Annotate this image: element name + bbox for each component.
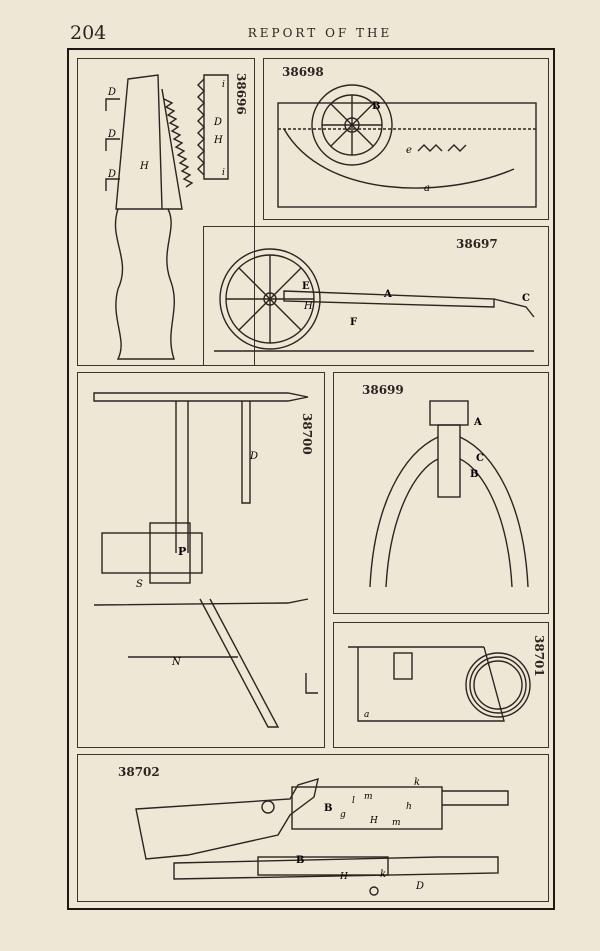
letter-d: D xyxy=(249,451,258,462)
letter-d: D xyxy=(213,117,222,128)
letter-h: H xyxy=(303,301,313,312)
letter-i: i xyxy=(222,168,225,178)
letter-h: H xyxy=(139,161,149,172)
figure-number: 38699 xyxy=(362,383,404,397)
figure-number: 38697 xyxy=(456,237,498,251)
figure-number: 38701 xyxy=(532,635,546,677)
figure-panel-38702: 38702 k B g l m h H m B xyxy=(77,754,549,902)
letter-d: D xyxy=(415,881,424,892)
letter-i: i xyxy=(222,80,225,90)
letter-c: C xyxy=(522,293,530,304)
letter-m: m xyxy=(364,792,373,802)
gun-carriage-drawing: D P S N xyxy=(93,392,318,728)
letter-d: D xyxy=(107,129,116,140)
letter-a: A xyxy=(383,289,392,300)
letter-k: k xyxy=(380,869,386,880)
letter-b: B xyxy=(372,101,380,112)
running-head: REPORT OF THE xyxy=(247,26,393,40)
water-wheel-drawing: B e a xyxy=(277,84,537,208)
figure-panel-38701: 38701 a xyxy=(333,622,549,748)
letter-b: B xyxy=(324,803,332,814)
letter-a: a xyxy=(424,183,430,194)
letter-a: A xyxy=(473,417,482,428)
patent-plate: 38696 D D D H H D i i xyxy=(67,48,555,910)
rifle-lock-drawing: k B g l m h H m B k H D xyxy=(135,777,509,896)
letter-a: a xyxy=(364,710,369,720)
figure-number: 38696 xyxy=(234,73,248,115)
spring-trap-drawing: a xyxy=(348,646,531,722)
page-header: 204 REPORT OF THE xyxy=(70,22,570,46)
letter-p: P xyxy=(178,545,186,558)
figure-panel-38696: 38696 D D D H H D i i xyxy=(77,58,255,366)
letter-d: D xyxy=(107,169,116,180)
figure-number: 38700 xyxy=(300,413,314,455)
letter-f: F xyxy=(350,317,357,328)
figure-panel-38699: 38699 A C B xyxy=(333,372,549,614)
letter-k: k xyxy=(414,777,420,788)
letter-d: D xyxy=(107,87,116,98)
figure-panel-38697: 38697 E H F A C xyxy=(203,226,549,366)
letter-h: h xyxy=(406,802,412,812)
letter-b: B xyxy=(470,469,478,480)
figure-panel-38700: 38700 D P S N xyxy=(77,372,325,748)
letter-s: S xyxy=(136,579,143,590)
letter-h: H xyxy=(213,135,223,146)
letter-e: E xyxy=(302,281,310,292)
letter-b: B xyxy=(296,855,304,866)
letter-l: l xyxy=(352,796,355,806)
letter-h: H xyxy=(339,872,348,882)
figure-number: 38702 xyxy=(118,765,160,779)
tool-drawing-38696: D D D H H D i i xyxy=(105,74,229,360)
page-number: 204 xyxy=(70,22,107,44)
figure-number: 38698 xyxy=(282,65,324,79)
letter-h: H xyxy=(369,816,378,826)
letter-n: N xyxy=(171,657,182,668)
letter-c: C xyxy=(476,453,484,464)
chimney-cap-drawing: A C B xyxy=(369,400,529,588)
cart-drawing: E H F A C xyxy=(214,248,535,352)
letter-e: e xyxy=(406,145,412,156)
letter-g: g xyxy=(340,810,346,820)
figure-panel-38698: 38698 B e a xyxy=(263,58,549,220)
letter-m: m xyxy=(392,818,401,828)
